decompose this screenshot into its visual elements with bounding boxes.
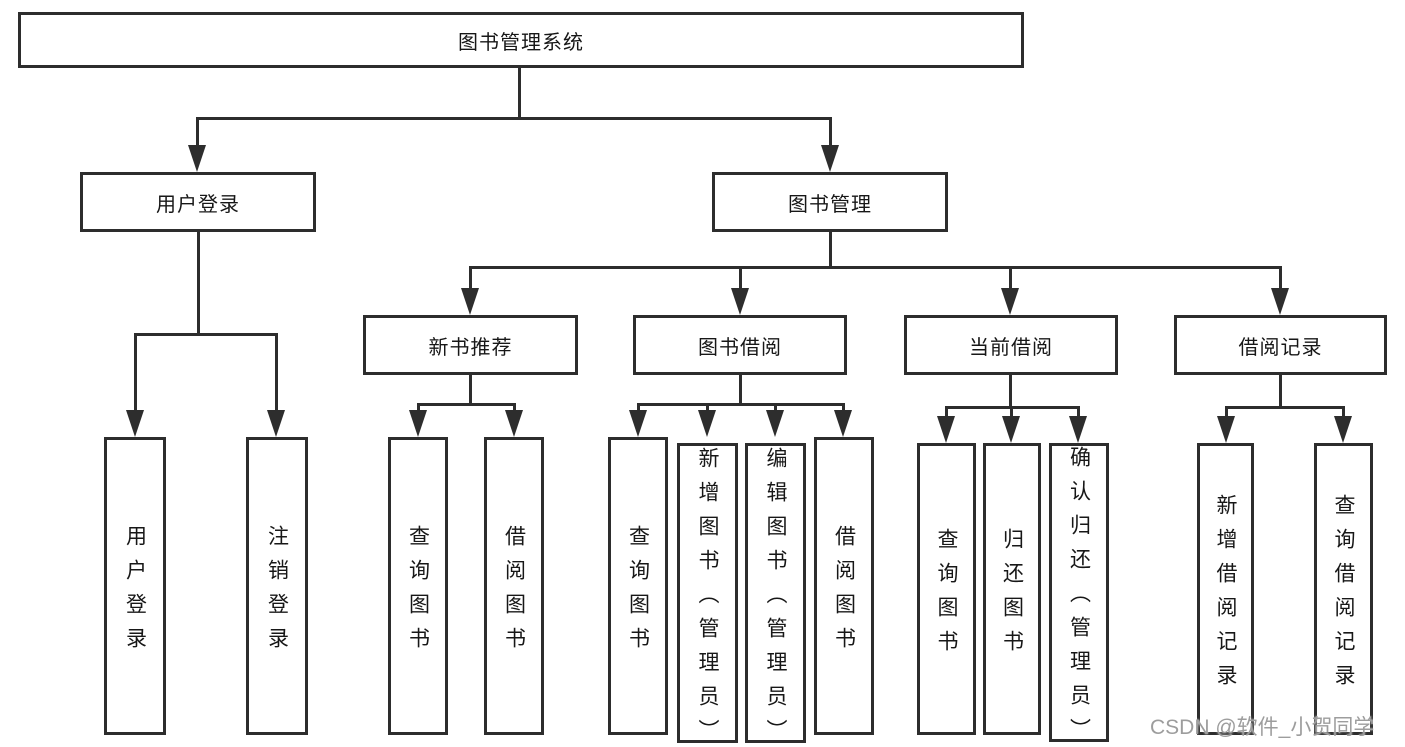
leaf-recommend-borrow-books: 借阅图书: [484, 437, 544, 735]
leaf-borrowing-borrow-books-label: 借阅图书: [832, 524, 856, 661]
leaf-records-query-borrow-record: 查询借阅记录: [1314, 443, 1373, 735]
leaf-user-login-label: 用户登录: [123, 524, 147, 661]
connector-line: [1009, 375, 1012, 409]
connector-line: [134, 333, 278, 336]
arrow-down-icon: [1217, 416, 1235, 443]
connector-line: [197, 232, 200, 336]
node-user-login-label: 用户登录: [156, 193, 240, 216]
leaf-user-login: 用户登录: [104, 437, 166, 735]
arrow-down-icon: [409, 410, 427, 437]
node-book-borrowing-label: 图书借阅: [698, 336, 782, 359]
arrow-down-icon: [937, 416, 955, 443]
connector-line: [275, 333, 278, 412]
connector-line: [469, 266, 472, 290]
arrow-down-icon: [461, 288, 479, 315]
connector-line: [1279, 375, 1282, 409]
leaf-recommend-query-books: 查询图书: [388, 437, 448, 735]
connector-line: [739, 266, 742, 290]
connector-line: [706, 403, 709, 413]
connector-line: [1225, 406, 1228, 418]
connector-line: [774, 403, 777, 413]
connector-line: [469, 375, 472, 406]
node-current-borrowing-label: 当前借阅: [969, 336, 1053, 359]
arrow-down-icon: [1069, 416, 1087, 443]
arrow-down-icon: [1271, 288, 1289, 315]
leaf-records-query-borrow-record-label: 查询借阅记录: [1332, 493, 1355, 698]
leaf-records-add-borrow-record: 新增借阅记录: [1197, 443, 1254, 735]
connector-line: [1010, 406, 1013, 418]
connector-line: [1009, 266, 1012, 290]
node-borrowing-records: 借阅记录: [1174, 315, 1387, 375]
connector-line: [513, 403, 516, 413]
connector-line: [469, 266, 1282, 269]
arrow-down-icon: [766, 410, 784, 437]
connector-line: [829, 232, 832, 269]
arrow-down-icon: [821, 145, 839, 172]
arrow-down-icon: [731, 288, 749, 315]
connector-line: [842, 403, 845, 413]
csdn-watermark: CSDN @软件_小贺同学: [1150, 716, 1375, 739]
connector-line: [134, 333, 137, 412]
leaf-current-query-books: 查询图书: [917, 443, 976, 735]
arrow-down-icon: [629, 410, 647, 437]
leaf-recommend-borrow-books-label: 借阅图书: [502, 524, 526, 661]
node-user-login: 用户登录: [80, 172, 316, 232]
leaf-borrowing-edit-book-admin-label: 编辑图书︵管理员︶: [764, 446, 787, 747]
leaf-logout-label: 注销登录: [265, 524, 289, 661]
leaf-current-return-books: 归还图书: [983, 443, 1041, 735]
leaf-borrowing-query-books: 查询图书: [608, 437, 668, 735]
node-current-borrowing: 当前借阅: [904, 315, 1118, 375]
connector-line: [1225, 406, 1344, 409]
connector-line: [417, 403, 420, 413]
node-new-book-recommend-label: 新书推荐: [428, 336, 513, 359]
node-borrowing-records-label: 借阅记录: [1238, 336, 1323, 359]
connector-line: [637, 403, 640, 413]
connector-line: [637, 403, 845, 406]
leaf-borrowing-add-book-admin: 新增图书︵管理员︶: [677, 443, 738, 747]
connector-line: [196, 117, 832, 120]
node-library-system-label: 图书管理系统: [458, 31, 584, 54]
leaf-borrowing-query-books-label: 查询图书: [626, 524, 650, 661]
node-book-borrowing: 图书借阅: [633, 315, 847, 375]
connector-line: [518, 68, 521, 118]
arrow-down-icon: [126, 410, 144, 437]
connector-line: [1342, 406, 1345, 418]
leaf-borrowing-borrow-books: 借阅图书: [814, 437, 874, 735]
connector-line: [829, 117, 832, 147]
connector-line: [417, 403, 516, 406]
arrow-down-icon: [698, 410, 716, 437]
arrow-down-icon: [505, 410, 523, 437]
connector-line: [196, 117, 199, 147]
arrow-down-icon: [1002, 416, 1020, 443]
leaf-borrowing-add-book-admin-label: 新增图书︵管理员︶: [696, 446, 719, 747]
connector-line: [1279, 266, 1282, 290]
node-book-management-label: 图书管理: [788, 193, 872, 216]
arrow-down-icon: [1001, 288, 1019, 315]
leaf-recommend-query-books-label: 查询图书: [406, 524, 430, 661]
arrow-down-icon: [188, 145, 206, 172]
leaf-logout: 注销登录: [246, 437, 308, 735]
connector-line: [739, 375, 742, 406]
leaf-current-confirm-return-admin: 确认归还︵管理员︶: [1049, 443, 1109, 747]
leaf-records-add-borrow-record-label: 新增借阅记录: [1214, 493, 1237, 698]
node-new-book-recommend: 新书推荐: [363, 315, 578, 375]
node-library-system: 图书管理系统: [18, 12, 1024, 68]
leaf-current-query-books-label: 查询图书: [935, 527, 958, 664]
node-book-management: 图书管理: [712, 172, 948, 232]
arrow-down-icon: [834, 410, 852, 437]
connector-line: [945, 406, 948, 418]
arrow-down-icon: [267, 410, 285, 437]
leaf-current-return-books-label: 归还图书: [1000, 527, 1024, 664]
leaf-current-confirm-return-admin-label: 确认归还︵管理员︶: [1067, 446, 1091, 747]
arrow-down-icon: [1334, 416, 1352, 443]
connector-line: [1077, 406, 1080, 418]
leaf-borrowing-edit-book-admin: 编辑图书︵管理员︶: [745, 443, 806, 747]
